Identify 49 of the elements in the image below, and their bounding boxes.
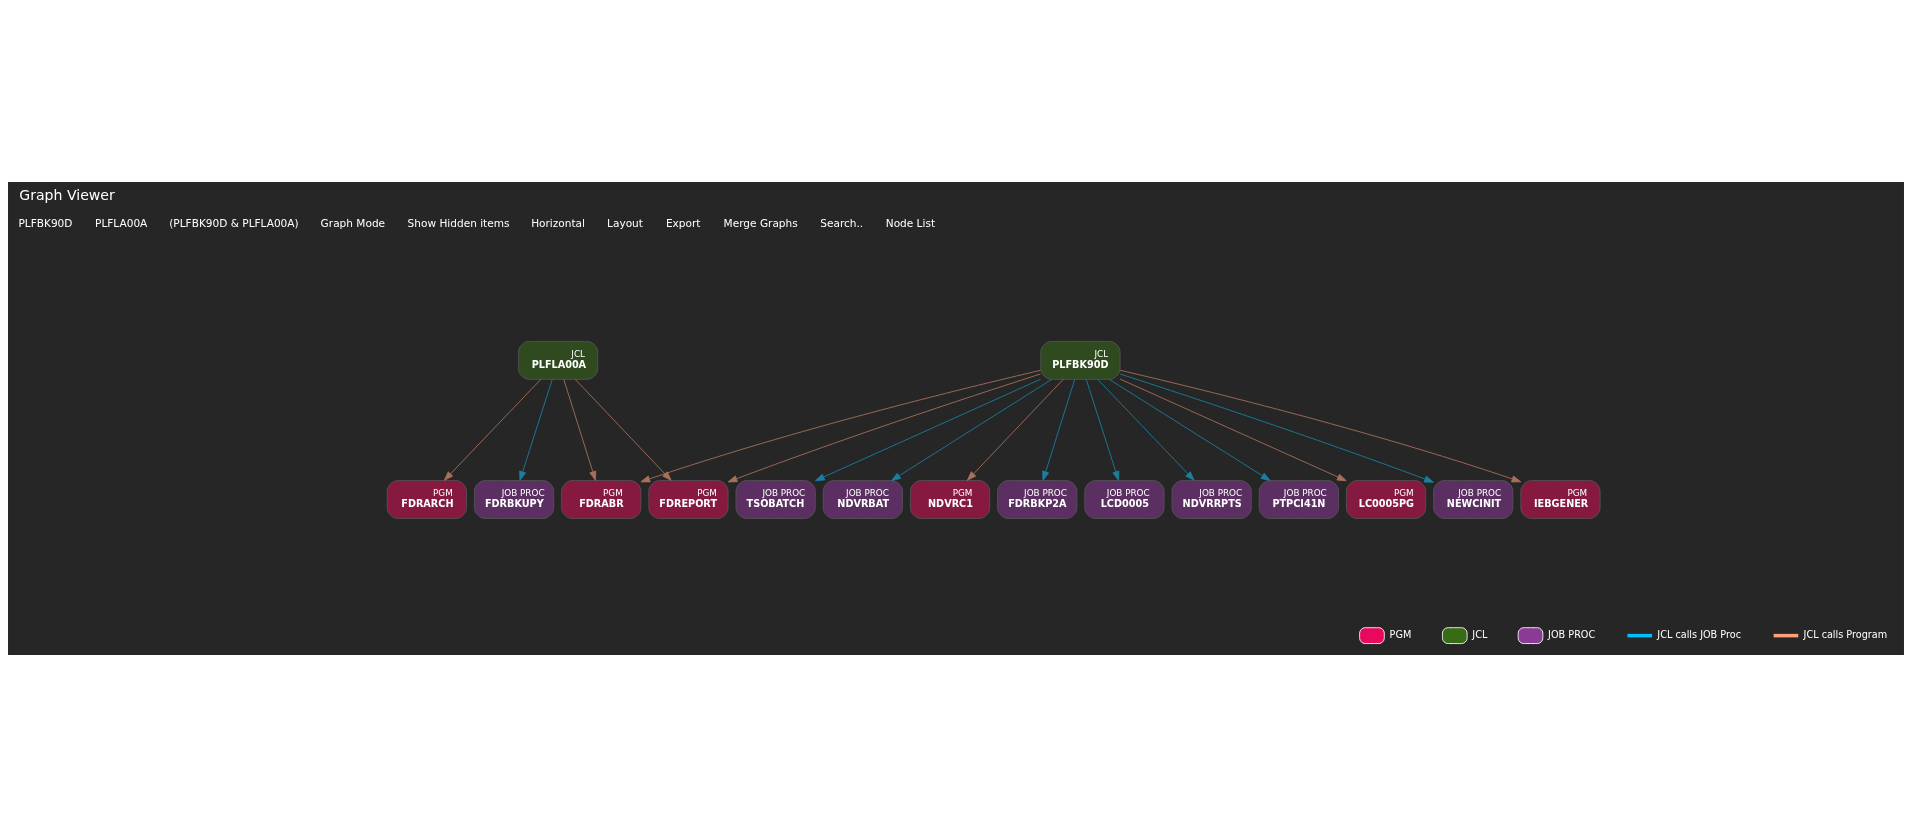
arrow <box>1119 373 1434 483</box>
label: PLFLA00A <box>95 216 148 229</box>
arrow <box>727 372 1042 482</box>
label: Horizontal <box>531 216 586 229</box>
legend-label: JOB PROC <box>1548 628 1596 640</box>
label: Show Hidden items <box>407 216 510 229</box>
arrow <box>891 378 1053 481</box>
node-box: JOB PROC NDVRRPTS <box>1171 479 1252 519</box>
arrow <box>574 378 672 481</box>
label: PLFBK90D <box>18 216 73 229</box>
node-box: PGM FDREPORT <box>648 479 729 519</box>
arrow <box>1042 378 1076 481</box>
node-box: JOB PROC PTPCI41N <box>1258 479 1339 519</box>
node-box: PGM IEBGENER <box>1520 479 1601 519</box>
arrow <box>1119 378 1347 481</box>
label: Layout <box>607 216 643 229</box>
diagram-title: Graph Viewer <box>19 186 115 203</box>
node-box: JOB PROC TSOBATCH <box>735 479 816 519</box>
label: Export <box>665 216 701 229</box>
arrow <box>640 369 1041 482</box>
node-box: JCL PLFLA00A <box>518 340 599 380</box>
label: Merge Graphs <box>723 216 798 229</box>
node-box: PGM FDRARCH <box>386 479 467 519</box>
legend-label: JCL calls JOB Proc <box>1657 628 1741 640</box>
arrow <box>1119 369 1522 482</box>
node-box: PGM FDRABR <box>561 479 642 519</box>
node-box: JOB PROC FDRBKP2A <box>997 479 1078 519</box>
node-box: JCL PLFBK90D <box>1040 340 1121 380</box>
label: Search.. <box>820 216 864 229</box>
arrow <box>815 378 1041 481</box>
label: Node List <box>885 216 936 229</box>
legend-label: JCL <box>1472 628 1488 640</box>
legend-label: JCL calls Program <box>1803 628 1888 640</box>
legend-label: PGM <box>1389 628 1412 640</box>
label: Graph Mode <box>320 216 386 229</box>
arrow <box>967 378 1064 481</box>
arrow <box>1108 378 1271 481</box>
node-box: JOB PROC NDVRBAT <box>822 479 903 519</box>
arrow <box>1085 378 1120 481</box>
node-box: JOB PROC LCD0005 <box>1084 479 1165 519</box>
arrow <box>1097 378 1195 481</box>
node-box: JOB PROC FDRBKUPY <box>473 479 555 519</box>
label: (PLFBK90D & PLFLA00A) <box>169 216 299 229</box>
node-box: PGM NDVRC1 <box>909 479 991 519</box>
arrow <box>563 378 597 481</box>
node-box: JOB PROC NEWCINIT <box>1433 479 1514 519</box>
arrow <box>443 378 542 481</box>
arrow <box>519 378 553 481</box>
node-box: PGM LC0005PG <box>1346 479 1427 519</box>
